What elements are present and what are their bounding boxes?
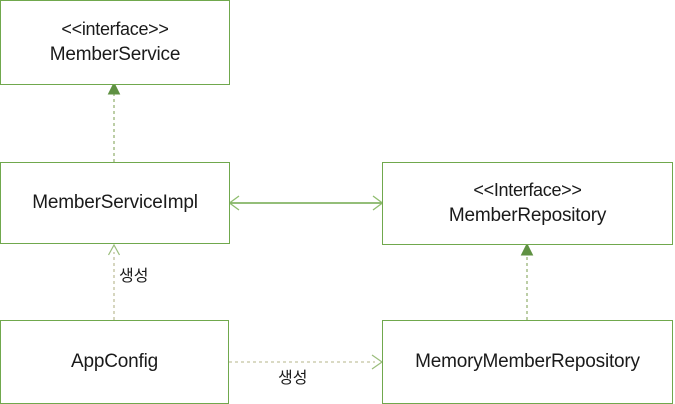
edge-impl-realizes-service (107, 81, 121, 162)
closed-triangle-arrowhead-icon (520, 242, 534, 256)
node-name: MemberService (49, 43, 181, 65)
node-app-config[interactable]: AppConfig (0, 320, 229, 404)
edge-memory-realizes-repository (520, 242, 534, 320)
open-arrowhead-icon (107, 243, 121, 256)
node-member-service-impl[interactable]: MemberServiceImpl (0, 162, 230, 244)
node-stereotype: <<interface>> (61, 19, 169, 40)
node-name: MemberRepository (448, 204, 607, 226)
edge-label-appconfig-creates-impl: 생성 (119, 268, 149, 285)
node-name: AppConfig (71, 351, 158, 373)
edge-appconfig-creates-memory (229, 354, 384, 370)
edge-impl-uses-repository (228, 195, 384, 211)
node-memory-member-repository[interactable]: MemoryMemberRepository (382, 320, 673, 404)
node-member-service[interactable]: <<interface>> MemberService (0, 0, 230, 85)
node-name: MemoryMemberRepository (415, 351, 640, 373)
edge-label-appconfig-creates-memory: 생성 (278, 370, 308, 387)
node-stereotype: <<Interface>> (473, 180, 582, 201)
node-member-repository[interactable]: <<Interface>> MemberRepository (382, 162, 673, 245)
closed-triangle-arrowhead-icon (107, 81, 121, 95)
node-name: MemberServiceImpl (32, 192, 198, 214)
edge-appconfig-creates-impl (107, 243, 121, 320)
